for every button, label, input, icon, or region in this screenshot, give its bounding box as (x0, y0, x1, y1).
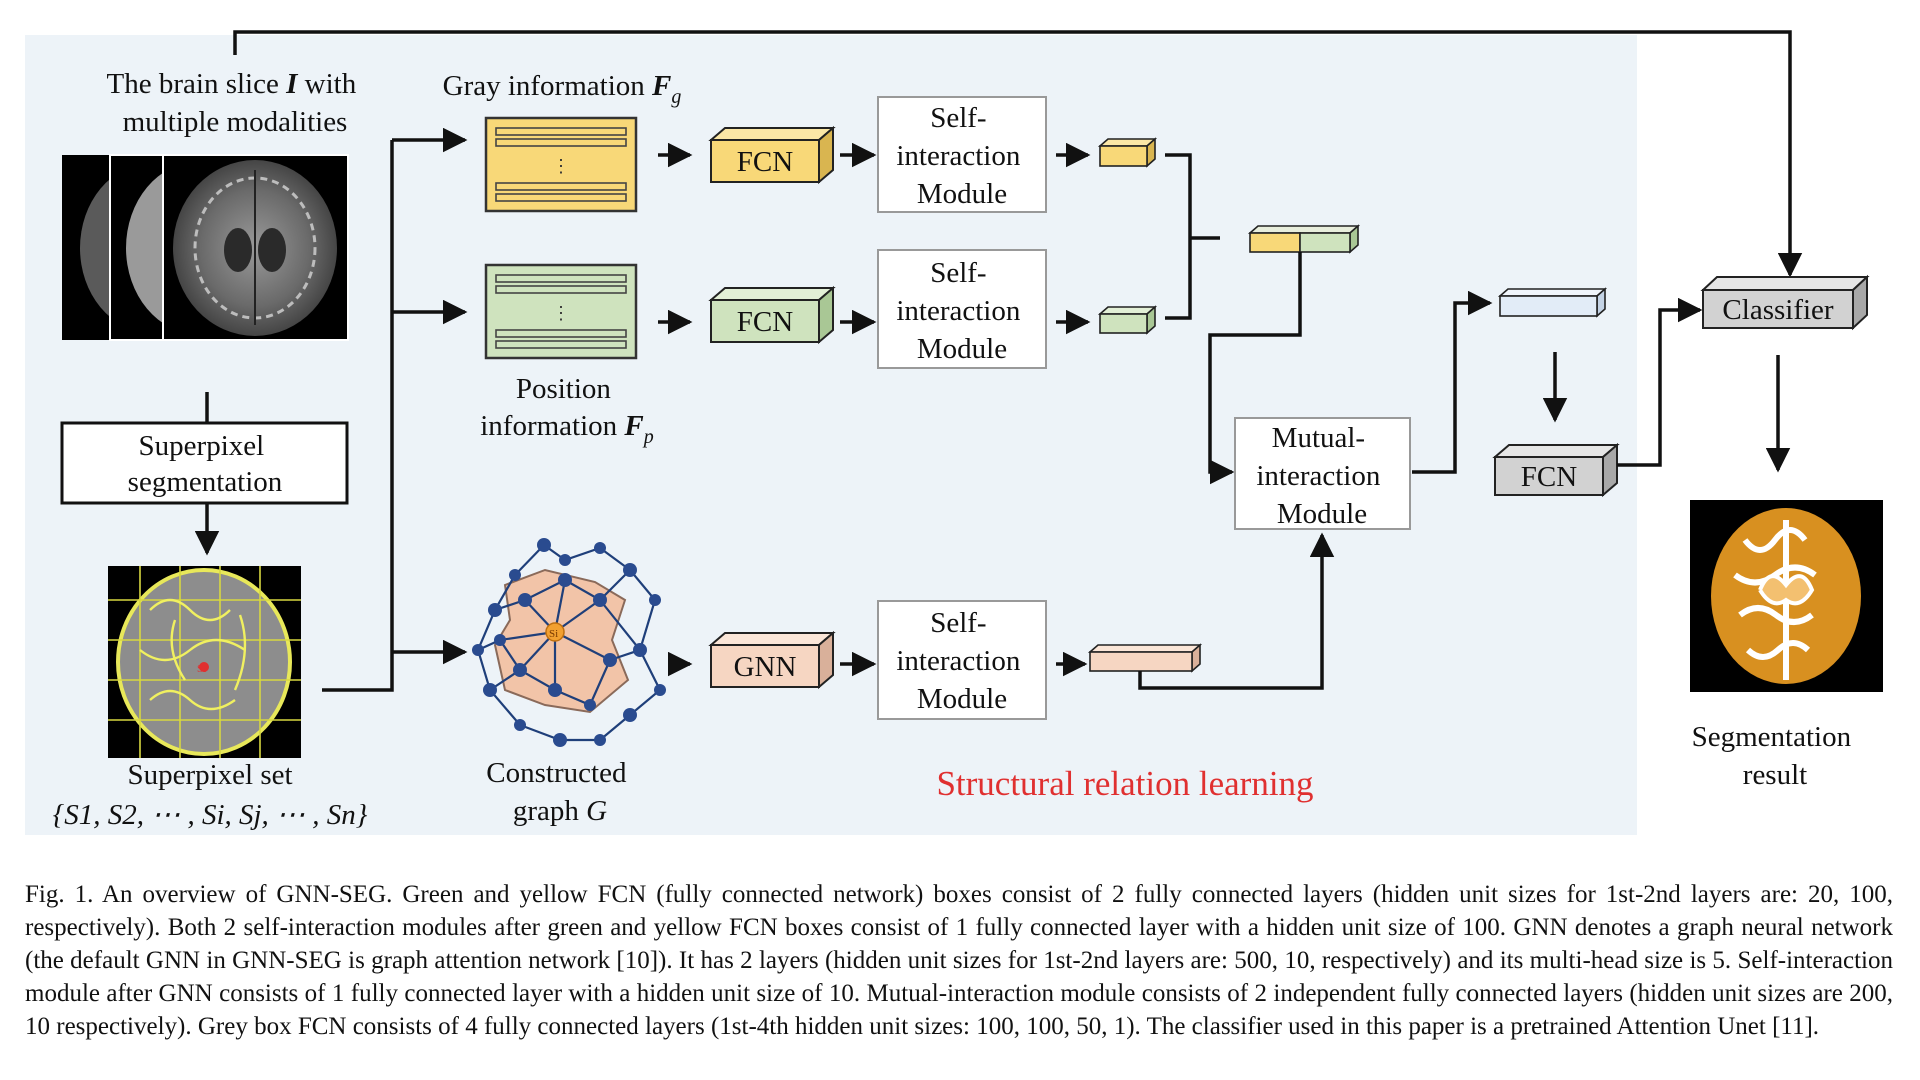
input-to-classifier-arrow (233, 30, 1803, 278)
concatenated-feature-vector (1247, 224, 1361, 254)
fcn-green-label: FCN (737, 306, 793, 338)
self-interaction-module-position (877, 249, 1047, 369)
position-info-matrix (484, 263, 638, 360)
merge-brace (1165, 153, 1220, 320)
fcn-yellow-label: FCN (737, 146, 793, 178)
mutual-to-feature-arrow (1412, 290, 1493, 474)
graph-label: Constructed graph G (486, 757, 633, 827)
superpixel-set-notation: {S1, S2, ⋯ , Si, Sj, ⋯ , Sn} (53, 799, 368, 831)
self-interaction-module-gray (877, 96, 1047, 213)
fcn-green-box (708, 285, 836, 345)
gray-info-matrix (484, 116, 638, 213)
position-info-label: Position information Fp (480, 373, 654, 448)
gray-info-dots: ⋮ (552, 156, 570, 176)
classifier-label: Classifier (1722, 294, 1833, 326)
gnn-label: GNN (734, 651, 797, 683)
svg-text:Mutual- interaction Mo: Mutual- interaction Module (1256, 422, 1387, 530)
superpixel-segmentation-box (60, 421, 349, 505)
svg-text:Si: Si (197, 663, 206, 675)
gnn-box (708, 630, 836, 690)
fcn-grey-box (1492, 442, 1620, 498)
mutual-interaction-module (1234, 417, 1411, 530)
classifier-box (1700, 274, 1870, 331)
grey-fcn-to-classifier-arrow (1617, 297, 1703, 467)
svg-text:Superpixel segmentation: Superpixel segmentation (128, 430, 283, 498)
concat-to-mutual-arrow (1208, 252, 1302, 485)
fcn-yellow-box (708, 125, 836, 185)
input-label: The brain slice I with multiple modaliti… (107, 68, 364, 138)
svg-text:Si: Si (549, 628, 558, 640)
figure-caption: Fig. 1. An overview of GNN-SEG. Green an… (25, 881, 1893, 1040)
svg-text:Self- interaction Modu: Self- interaction Module (896, 102, 1027, 210)
graph-feature-vector (1087, 643, 1203, 673)
superpixel-set-label: Superpixel set (127, 759, 292, 791)
segmentation-result-image (1690, 500, 1883, 692)
svg-text:Self- interaction Modu: Self- interaction Module (896, 257, 1027, 365)
position-info-dots: ⋮ (552, 303, 570, 323)
branch-trunk (322, 140, 394, 692)
fcn-grey-label: FCN (1521, 461, 1577, 493)
structural-relation-learning-label: Structural relation learning (936, 764, 1313, 803)
svg-text:Self- interaction Modu: Self- interaction Module (896, 607, 1027, 715)
gray-info-label: Gray information Fg (443, 70, 682, 108)
brain-slice-stack (62, 154, 349, 341)
mutual-feature-vector (1497, 287, 1608, 318)
superpixel-set-image: Si (108, 566, 301, 758)
gray-feature-vector (1097, 137, 1158, 168)
segmentation-result-label: Segmentation result (1692, 721, 1859, 791)
position-feature-vector (1097, 305, 1158, 335)
self-interaction-module-graph (877, 600, 1047, 720)
graph-feature-to-mutual-arrow (1138, 532, 1335, 690)
constructed-graph-image: Si (472, 538, 666, 747)
superpixel-box-line2: segmentation (128, 466, 283, 498)
gnn-seg-diagram: The brain slice I with multiple modaliti… (25, 30, 1883, 835)
superpixel-box-line1: Superpixel (139, 430, 265, 462)
